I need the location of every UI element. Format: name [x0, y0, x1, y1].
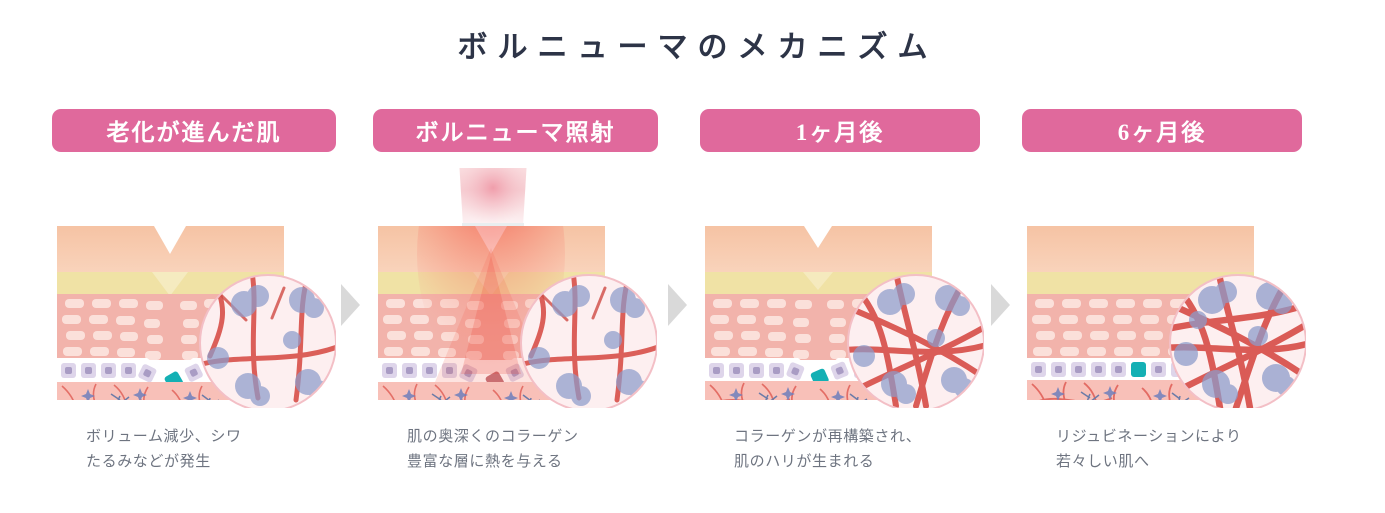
step-arrow-3-icon — [991, 284, 1010, 326]
step-arrow-1-icon — [341, 284, 360, 326]
page-title: ボルニューマのメカニズム — [457, 31, 938, 64]
caption-line: コラーゲンが再構築され、 — [734, 428, 922, 445]
step-badge-4: 6ヶ月後 — [1022, 109, 1302, 152]
step-card-2: ボルニューマ照射 — [373, 0, 658, 513]
skin-diagram-4 — [1022, 168, 1306, 408]
caption-line: ボリューム減少、シワ — [86, 428, 242, 445]
caption-line: リジュビネーションにより — [1056, 428, 1242, 445]
step-caption-3: コラーゲンが再構築され、 肌のハリが生まれる — [734, 425, 1004, 475]
caption-line: 肌のハリが生まれる — [734, 452, 875, 470]
step-caption-4: リジュビネーションにより 若々しい肌へ — [1056, 425, 1326, 475]
caption-line: 豊富な層に熱を与える — [407, 452, 563, 470]
step-arrow-2-icon — [668, 284, 687, 326]
step-badge-1: 老化が進んだ肌 — [52, 109, 336, 152]
caption-line: たるみなどが発生 — [86, 452, 211, 470]
step-badge-3: 1ヶ月後 — [700, 109, 980, 152]
step-card-3: 1ヶ月後 — [700, 0, 984, 513]
step-card-1: 老化が進んだ肌 — [52, 0, 336, 513]
skin-diagram-2 — [373, 168, 657, 408]
step-card-4: 6ヶ月後 — [1022, 0, 1306, 513]
skin-diagram-3 — [700, 168, 984, 408]
step-caption-2: 肌の奥深くのコラーゲン 豊富な層に熱を与える — [407, 425, 677, 475]
caption-line: 肌の奥深くのコラーゲン — [407, 428, 579, 445]
step-badge-2: ボルニューマ照射 — [373, 109, 658, 152]
caption-line: 若々しい肌へ — [1056, 452, 1150, 470]
skin-diagram-1 — [52, 168, 336, 408]
step-caption-1: ボリューム減少、シワ たるみなどが発生 — [86, 425, 356, 475]
